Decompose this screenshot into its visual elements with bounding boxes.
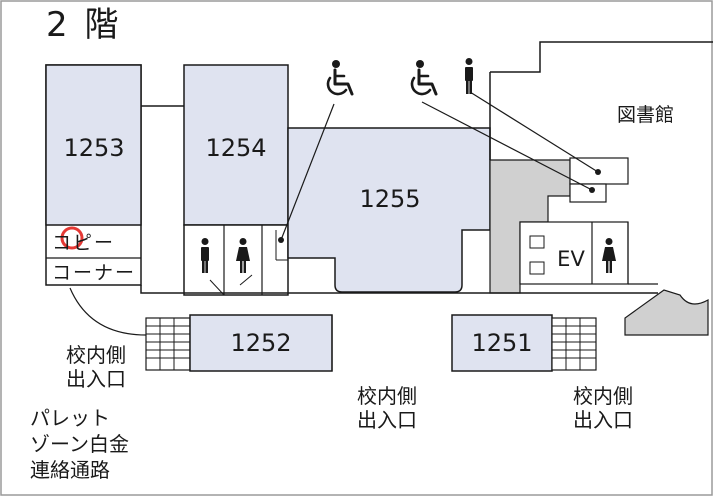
exit-right-line2: 出入口 <box>573 408 633 432</box>
exit-center-line1: 校内側 <box>357 384 417 408</box>
passage-label: パレット ゾーン白金 連絡通路 <box>30 405 129 483</box>
room-1251-label: 1251 <box>471 329 532 357</box>
pointer-line-wheelchair-left <box>280 103 335 241</box>
exit-left-line2: 出入口 <box>66 367 126 391</box>
left-stairs <box>145 317 191 371</box>
elevator-door <box>529 261 545 275</box>
pointer-dot <box>595 169 601 175</box>
male-restroom-icon <box>465 58 473 94</box>
exit-label-left: 校内側 出入口 <box>66 343 126 391</box>
female-restroom-icon <box>602 238 616 273</box>
exit-center-line2: 出入口 <box>357 408 417 432</box>
exit-right-line1: 校内側 <box>573 384 633 408</box>
right-stairs <box>551 317 597 371</box>
passage-line1: パレット <box>30 406 110 430</box>
passage-line <box>69 287 147 336</box>
room-1252[interactable] <box>189 314 333 372</box>
passage-line2: ゾーン白金 <box>30 432 129 456</box>
restroom-block-left <box>183 224 289 296</box>
room-1254-label: 1254 <box>205 134 266 162</box>
passage-line3: 連絡通路 <box>30 458 110 482</box>
male-restroom-icon <box>201 238 209 273</box>
room-1255-label: 1255 <box>359 185 420 213</box>
wheelchair-icon <box>410 60 438 96</box>
pointer-dot <box>278 237 284 243</box>
pointer-line-wheelchair-right <box>421 101 593 191</box>
wheelchair-icon <box>326 60 354 96</box>
floor-title: 2 階 <box>46 5 122 45</box>
corridor-wall <box>140 285 520 294</box>
exit-label-right: 校内側 出入口 <box>573 384 633 432</box>
staircase-area <box>624 289 709 336</box>
female-restroom-icon <box>236 238 250 273</box>
room-1253[interactable] <box>45 64 142 226</box>
elevator-label: EV <box>557 247 585 271</box>
room-1251[interactable] <box>451 314 553 372</box>
copy-corner-line2: コーナー <box>52 262 137 284</box>
library-room-b <box>569 183 607 203</box>
pointer-line-restroom <box>469 91 599 173</box>
room-1253-label: 1253 <box>63 134 124 162</box>
room-1252-label: 1252 <box>230 329 291 357</box>
room-1255[interactable] <box>287 127 491 293</box>
location-marker-icon <box>60 226 84 250</box>
library-label: 図書館 <box>617 104 675 126</box>
elevator-door <box>529 235 545 249</box>
exit-left-line1: 校内側 <box>66 343 126 367</box>
copy-corner-line1: コピー <box>52 232 116 254</box>
door-swing <box>239 274 253 286</box>
pointer-dot <box>589 187 595 193</box>
library-outline <box>490 41 713 73</box>
copy-corner-label: コピー コーナー <box>52 228 136 288</box>
room-1254[interactable] <box>183 64 289 226</box>
exit-label-center: 校内側 出入口 <box>357 384 417 432</box>
